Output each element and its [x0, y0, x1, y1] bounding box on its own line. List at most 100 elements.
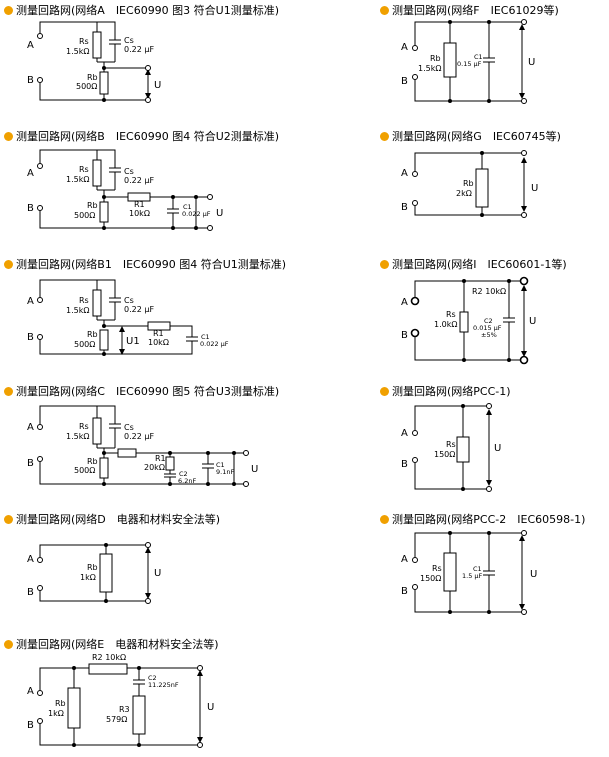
- title-network-g: 测量回路网(网络G IEC60745等): [380, 128, 561, 144]
- title-network-f: 测量回路网(网络F IEC61029等): [380, 2, 559, 18]
- label-rs-value: 1.5kΩ: [66, 47, 89, 56]
- network-a-circuit: [39, 21, 151, 101]
- label-terminal-a: A: [27, 554, 34, 565]
- title-network-i: 测量回路网(网络I IEC60601-1等): [380, 256, 567, 272]
- label-voltage-u: U: [528, 57, 535, 68]
- label-terminal-b: B: [401, 202, 408, 213]
- label-r3: R3: [119, 705, 130, 714]
- terminals: [37, 19, 529, 748]
- bullet-icon: [380, 514, 389, 524]
- label-rs: Rs: [79, 37, 89, 46]
- title-network-pcc2: 测量回路网(网络PCC-2 IEC60598-1): [380, 511, 585, 527]
- bullet-icon: [4, 5, 13, 15]
- label-rb: Rb: [55, 699, 66, 708]
- label-terminal-a: A: [401, 168, 408, 179]
- label-c2-value: 6.2nF: [178, 477, 196, 485]
- title-network-e: 测量回路网(网络E 电器和材料安全法等): [4, 636, 219, 652]
- label-c1: C1: [473, 565, 482, 573]
- label-c2: C2: [179, 470, 188, 478]
- label-rb-value: 1kΩ: [48, 709, 64, 718]
- bullet-icon: [380, 259, 389, 269]
- label-cs: Cs: [124, 167, 134, 176]
- label-c1: C1: [216, 461, 225, 469]
- label-c1-value: 1.5 μF: [462, 572, 483, 580]
- label-voltage-u: U: [216, 208, 223, 219]
- label-rb: Rb: [87, 457, 98, 466]
- label-rs: Rs: [79, 165, 89, 174]
- label-r1-value: 10kΩ: [129, 209, 150, 218]
- label-rs-value: 150Ω: [434, 450, 455, 459]
- label-cs-value: 0.22 μF: [124, 432, 154, 441]
- label-terminal-a: A: [401, 554, 408, 565]
- label-rs: Rs: [446, 310, 456, 319]
- label-rb: Rb: [87, 330, 98, 339]
- label-rb-value: 500Ω: [74, 211, 95, 220]
- label-terminal-a: A: [401, 428, 408, 439]
- label-terminal-b: B: [27, 720, 34, 731]
- label-r1: R1: [155, 454, 166, 463]
- label-voltage-u: U: [529, 316, 536, 327]
- network-b1-circuit: [39, 279, 198, 355]
- label-terminal-b: B: [27, 458, 34, 469]
- bullet-icon: [4, 386, 13, 396]
- resistor-rb: [99, 71, 109, 95]
- label-cs-value: 0.22 μF: [124, 176, 154, 185]
- label-cs-value: 0.22 μF: [124, 305, 154, 314]
- label-c2: C2: [148, 674, 157, 682]
- label-c1: C1: [201, 333, 210, 341]
- label-rb: Rb: [87, 563, 98, 572]
- label-voltage-u: U: [154, 80, 161, 91]
- bullet-icon: [380, 386, 389, 396]
- bullet-icon: [4, 259, 13, 269]
- bullet-icon: [380, 131, 389, 141]
- label-voltage-u: U: [530, 569, 537, 580]
- label-voltage-u: U: [251, 464, 258, 475]
- label-terminal-b: B: [401, 76, 408, 87]
- label-voltage-u: U: [154, 568, 161, 579]
- label-terminal-b: B: [27, 75, 34, 86]
- label-c2-value: 11.225nF: [148, 681, 179, 689]
- title-network-pcc1: 测量回路网(网络PCC-1): [380, 383, 511, 399]
- label-c1-value: 0.022 μF: [200, 340, 229, 348]
- bullet-icon: [4, 639, 13, 649]
- network-b-circuit: [39, 149, 210, 229]
- label-voltage-u1: U1: [126, 336, 140, 347]
- network-c-circuit: [39, 405, 246, 485]
- label-rb-value: 500Ω: [74, 340, 95, 349]
- title-network-c: 测量回路网(网络C IEC60990 图5 符合U3测量标准): [4, 383, 279, 399]
- label-c1-value: 0.022 μF: [182, 210, 211, 218]
- label-cs: Cs: [124, 296, 134, 305]
- network-i-circuit: [414, 280, 527, 361]
- label-rs-value: 1.0kΩ: [434, 320, 457, 329]
- bullet-icon: [4, 131, 13, 141]
- label-c2-tolerance: ±5%: [481, 331, 497, 339]
- label-voltage-u: U: [207, 702, 214, 713]
- label-terminal-a: A: [27, 296, 34, 307]
- label-terminal-b: B: [27, 332, 34, 343]
- label-terminal-a: A: [27, 40, 34, 51]
- label-r2: R2 10kΩ: [472, 287, 506, 296]
- label-rb: Rb: [463, 179, 474, 188]
- bullet-icon: [4, 514, 13, 524]
- label-c1-value: 9.1nF: [216, 468, 234, 476]
- label-r3-value: 579Ω: [106, 715, 127, 724]
- label-r2: R2 10kΩ: [92, 653, 126, 662]
- resistor-rs: [92, 31, 102, 59]
- label-rs-value: 1.5kΩ: [66, 306, 89, 315]
- label-rb-value: 1kΩ: [80, 573, 96, 582]
- label-rb: Rb: [430, 54, 441, 63]
- label-terminal-a: A: [27, 168, 34, 179]
- label-r1-value: 10kΩ: [148, 338, 169, 347]
- label-rb: Rb: [87, 73, 98, 82]
- label-rb: Rb: [87, 201, 98, 210]
- title-network-b: 测量回路网(网络B IEC60990 图4 符合U2测量标准): [4, 128, 279, 144]
- title-network-a: 测量回路网(网络A IEC60990 图3 符合U1测量标准): [4, 2, 279, 18]
- title-network-b1: 测量回路网(网络B1 IEC60990 图4 符合U1测量标准): [4, 256, 286, 272]
- label-rs: Rs: [432, 564, 442, 573]
- label-terminal-b: B: [401, 459, 408, 470]
- label-terminal-a: A: [27, 422, 34, 433]
- label-c1: C1: [183, 203, 192, 211]
- label-r1-value: 20kΩ: [144, 463, 165, 472]
- label-terminal-a: A: [27, 686, 34, 697]
